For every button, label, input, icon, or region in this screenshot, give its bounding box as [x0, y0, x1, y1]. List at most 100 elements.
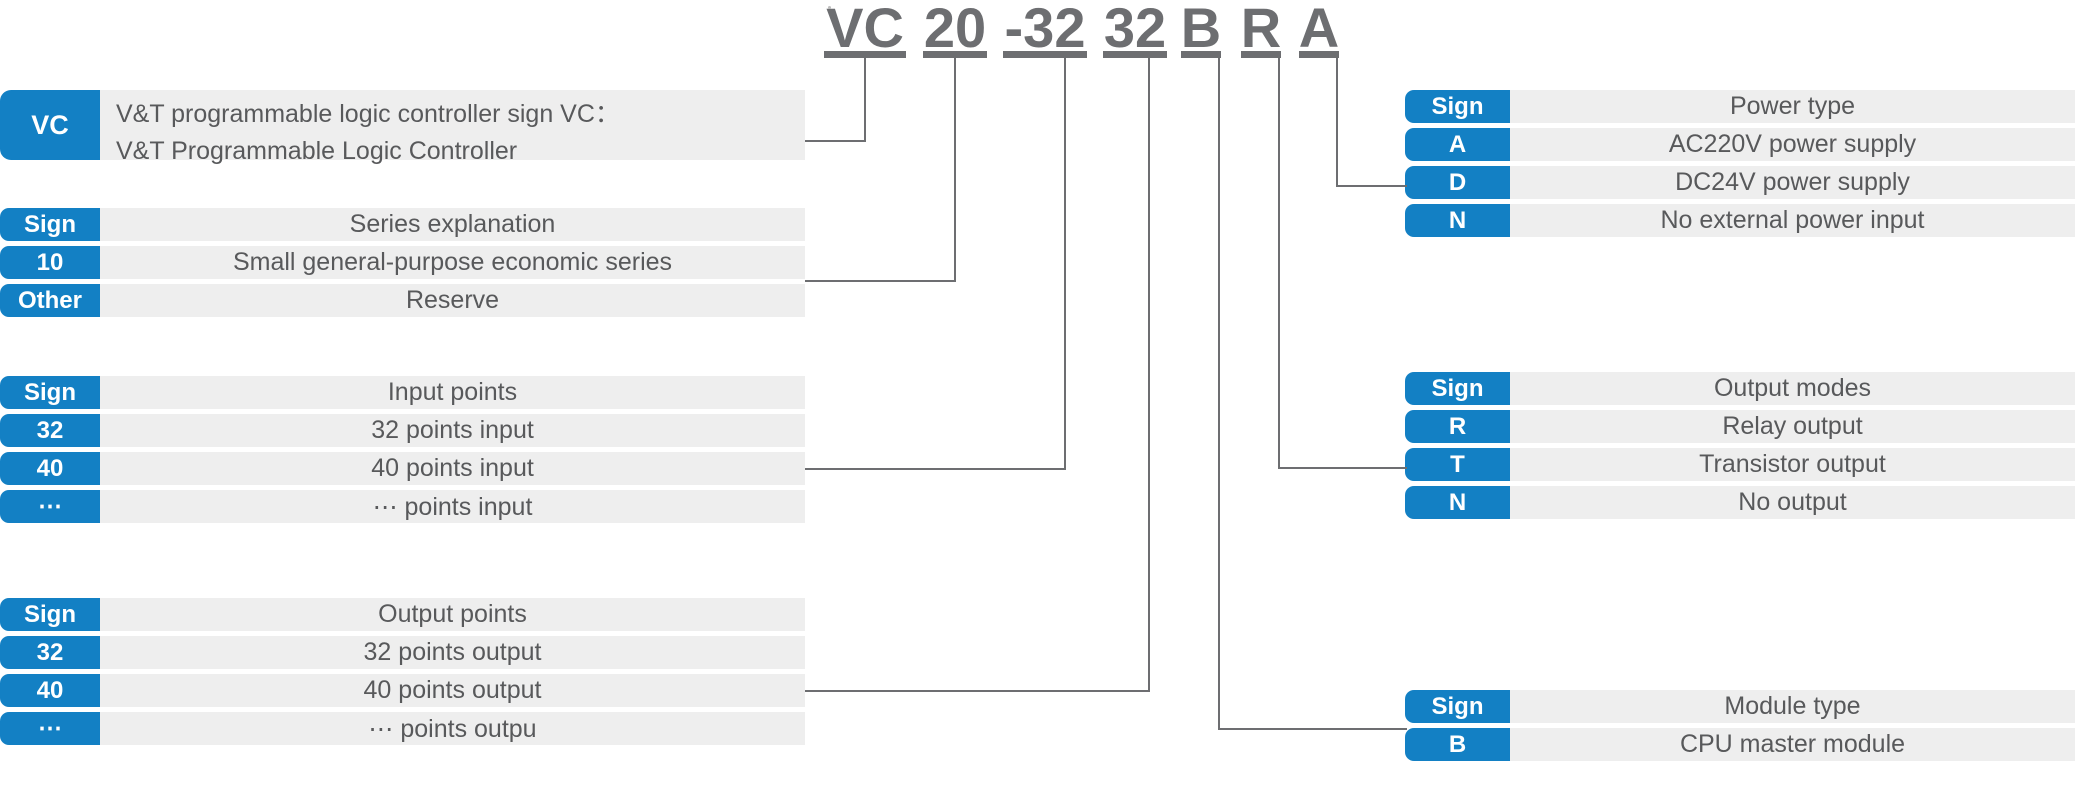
connector-a-vertical: [1336, 58, 1338, 185]
code-underline-32o: [1103, 51, 1167, 58]
table-series: Sign Series explanation 10 Small general…: [0, 208, 805, 317]
table-header-row: Sign Input points: [0, 376, 805, 409]
sign-cell-header: Sign: [0, 208, 100, 241]
connector-32o-vertical: [1148, 58, 1150, 690]
table-header-row: Sign Output modes: [1405, 372, 2075, 405]
table-row: R Relay output: [1405, 410, 2075, 443]
connector-32i-horizontal: [805, 468, 1066, 470]
table-output-modes: Sign Output modes R Relay output T Trans…: [1405, 372, 2075, 519]
sign-cell: 40: [0, 674, 100, 707]
table-header-row: Sign Output points: [0, 598, 805, 631]
table-row: B CPU master module: [1405, 728, 2075, 761]
sign-cell-header: Sign: [1405, 372, 1510, 405]
code-segment-b: B: [1180, 0, 1222, 59]
table-row: 32 32 points output: [0, 636, 805, 669]
sign-cell: N: [1405, 486, 1510, 519]
code-underline-vc: [824, 51, 906, 58]
sign-cell-header: Sign: [1405, 90, 1510, 123]
desc-cell: Reserve: [100, 284, 805, 317]
connector-r-horizontal: [1278, 467, 1407, 469]
sign-cell: B: [1405, 728, 1510, 761]
sign-cell: Other: [0, 284, 100, 317]
table-output-points: Sign Output points 32 32 points output 4…: [0, 598, 805, 745]
desc-cell: 32 points output: [100, 636, 805, 669]
table-row: 40 40 points output: [0, 674, 805, 707]
code-segment-vc: VC: [826, 0, 904, 59]
table-header-row: Sign Power type: [1405, 90, 2075, 123]
connector-vc-vertical: [864, 58, 866, 140]
sign-cell: T: [1405, 448, 1510, 481]
connector-a-horizontal: [1336, 185, 1407, 187]
code-segment-a: A: [1298, 0, 1340, 59]
table-module-type: Sign Module type B CPU master module: [1405, 690, 2075, 761]
desc-cell-header: Input points: [100, 376, 805, 409]
sign-cell-header: Sign: [0, 598, 100, 631]
sign-cell: N: [1405, 204, 1510, 237]
desc-cell-header: Module type: [1510, 690, 2075, 723]
sign-cell: 32: [0, 636, 100, 669]
desc-cell: Relay output: [1510, 410, 2075, 443]
code-segment-32i: -32: [1004, 0, 1086, 59]
table-row: A AC220V power supply: [1405, 128, 2075, 161]
desc-cell: 32 points input: [100, 414, 805, 447]
sign-cell: ⋯: [0, 490, 100, 523]
desc-cell: ⋯ points outpu: [100, 712, 805, 745]
connector-r-vertical: [1278, 58, 1280, 467]
table-row: ⋯ ⋯ points outpu: [0, 712, 805, 745]
desc-cell-header: Power type: [1510, 90, 2075, 123]
desc-cell: DC24V power supply: [1510, 166, 2075, 199]
connector-b-vertical: [1218, 58, 1220, 728]
code-underline-20: [923, 51, 987, 58]
table-row: Other Reserve: [0, 284, 805, 317]
connector-b-horizontal: [1218, 728, 1407, 730]
sign-cell: A: [1405, 128, 1510, 161]
desc-cell: Transistor output: [1510, 448, 2075, 481]
connector-vc-horizontal: [805, 140, 866, 142]
code-underline-32i: [1003, 51, 1087, 58]
sign-cell-header: Sign: [0, 376, 100, 409]
connector-20-vertical: [954, 58, 956, 280]
table-row: T Transistor output: [1405, 448, 2075, 481]
desc-cell: CPU master module: [1510, 728, 2075, 761]
table-row: 10 Small general-purpose economic series: [0, 246, 805, 279]
code-underline-b: [1181, 51, 1221, 58]
sign-cell: 40: [0, 452, 100, 485]
sign-cell: VC: [0, 90, 100, 160]
connector-32o-horizontal: [805, 690, 1150, 692]
table-row: 40 40 points input: [0, 452, 805, 485]
desc-cell-header: Output points: [100, 598, 805, 631]
table-power-type: Sign Power type A AC220V power supply D …: [1405, 90, 2075, 237]
code-underline-r: [1241, 51, 1281, 58]
sign-cell: D: [1405, 166, 1510, 199]
table-header-row: Sign Series explanation: [0, 208, 805, 241]
code-segment-32o: 32: [1103, 0, 1167, 59]
table-row: 32 32 points input: [0, 414, 805, 447]
table-row: ⋯ ⋯ points input: [0, 490, 805, 523]
table-row: N No output: [1405, 486, 2075, 519]
table-input-points: Sign Input points 32 32 points input 40 …: [0, 376, 805, 523]
connector-32i-vertical: [1064, 58, 1066, 468]
desc-cell: 40 points output: [100, 674, 805, 707]
desc-cell: AC220V power supply: [1510, 128, 2075, 161]
desc-cell: ⋯ points input: [100, 490, 805, 523]
desc-cell-header: Output modes: [1510, 372, 2075, 405]
desc-line-1: V&T programmable logic controller sign V…: [116, 100, 620, 128]
table-row: VC V&T programmable logic controller sig…: [0, 90, 805, 165]
sign-cell: 32: [0, 414, 100, 447]
code-underline-a: [1299, 51, 1339, 58]
table-row: N No external power input: [1405, 204, 2075, 237]
sign-cell: 10: [0, 246, 100, 279]
sign-cell: R: [1405, 410, 1510, 443]
desc-cell-header: Series explanation: [100, 208, 805, 241]
stray-dot: [828, 6, 831, 9]
sign-cell-header: Sign: [1405, 690, 1510, 723]
desc-cell: No output: [1510, 486, 2075, 519]
desc-cell: V&T programmable logic controller sign V…: [100, 90, 805, 165]
desc-line-2: V&T Programmable Logic Controller: [116, 137, 518, 165]
sign-cell: ⋯: [0, 712, 100, 745]
table-header-row: Sign Module type: [1405, 690, 2075, 723]
code-segment-r: R: [1240, 0, 1282, 59]
table-brand: VC V&T programmable logic controller sig…: [0, 90, 805, 165]
code-segment-20: 20: [923, 0, 987, 59]
